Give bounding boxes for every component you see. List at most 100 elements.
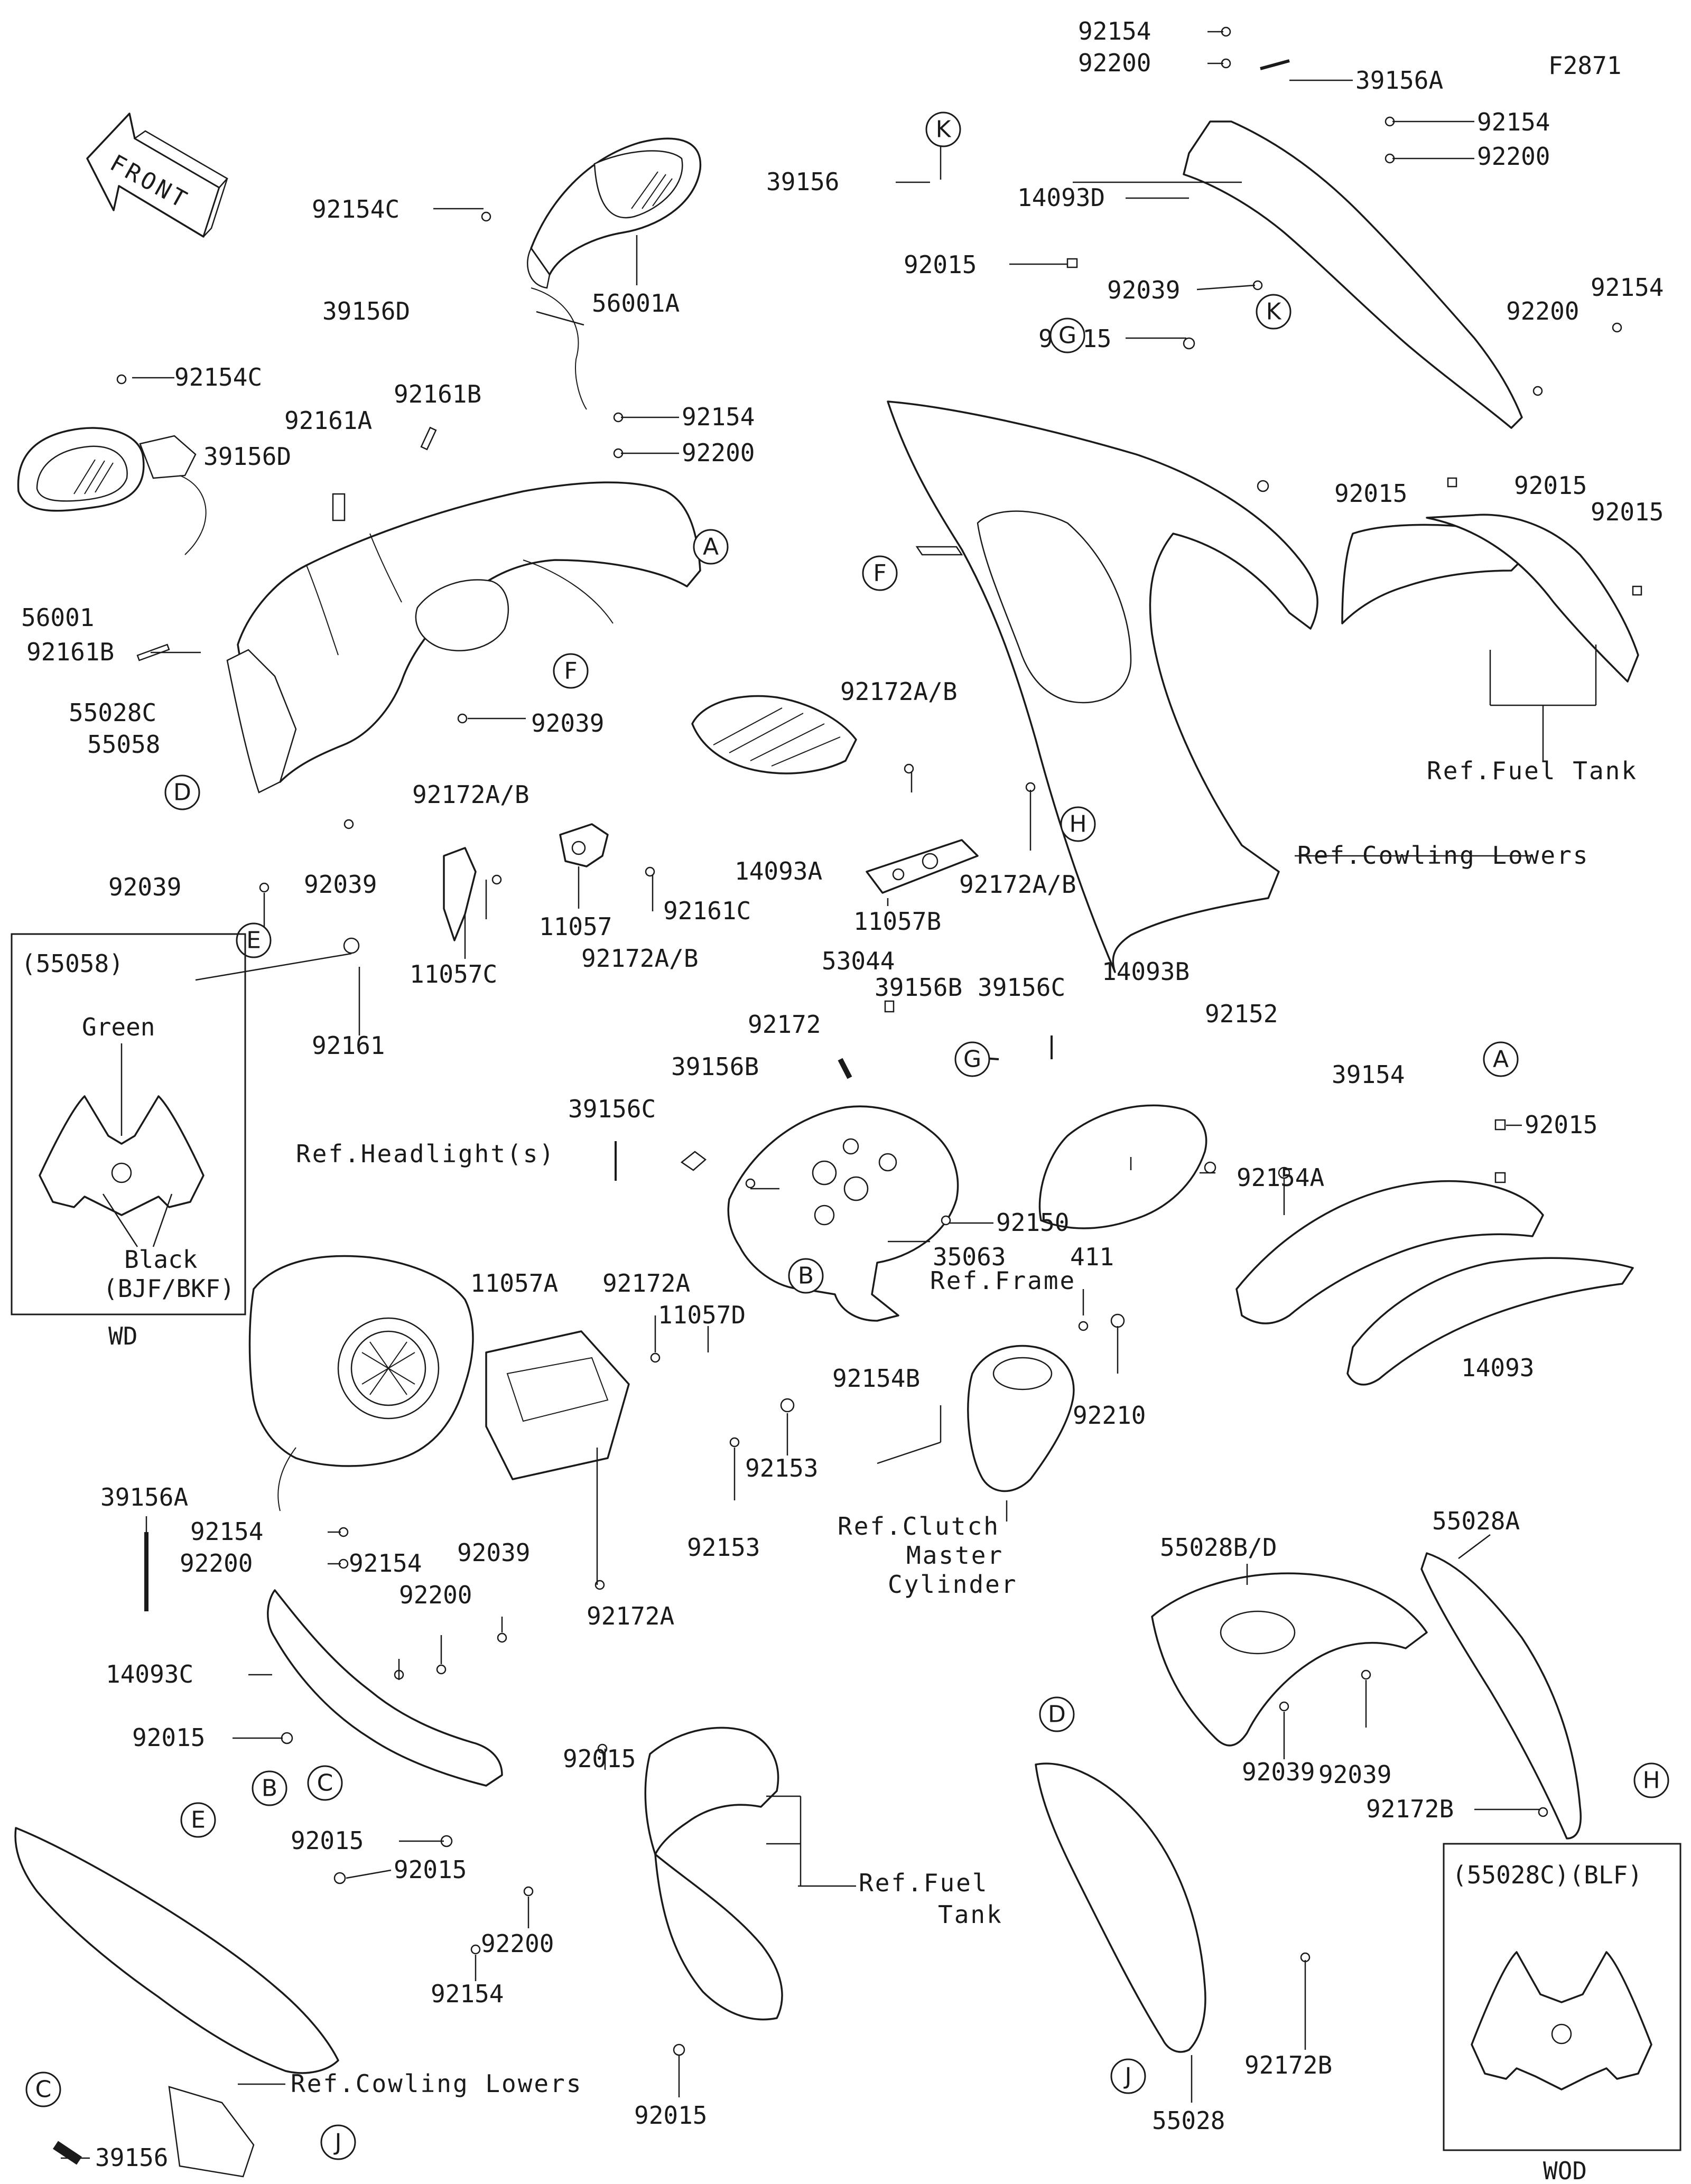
label-92154c: 92154C: [174, 363, 262, 391]
inset-wd-variants: (BJF/BKF): [103, 1274, 235, 1303]
label-92039: 92039: [304, 870, 377, 899]
label-55028bd: 55028B/D: [1160, 1533, 1277, 1562]
meter-stay-bracket: [727, 1105, 959, 1322]
label-92161b: 92161B: [26, 638, 114, 666]
inset-wd-black: Black: [124, 1245, 197, 1274]
label-92172ab: 92172A/B: [412, 780, 529, 809]
fuel-tank-cover-right: [1341, 514, 1639, 683]
label-92015: 92015: [563, 1744, 636, 1773]
label-39156b: 39156B: [671, 1052, 759, 1081]
label-92172a: 92172A: [587, 1602, 674, 1630]
svg-text:C: C: [317, 1770, 333, 1797]
figure-code: F2871: [1548, 51, 1621, 80]
mirror-left-56001: [17, 427, 207, 555]
ref-frame: Ref.Frame: [930, 1266, 1076, 1295]
callout-d-right: D: [1039, 1696, 1075, 1732]
label-14093d: 14093D: [1017, 183, 1105, 212]
inset-wd-tag: WD: [108, 1322, 137, 1350]
slim-parts: [53, 59, 1290, 2165]
label-92200: 92200: [682, 438, 755, 467]
svg-text:G: G: [963, 1046, 981, 1073]
callout-f-mid: F: [553, 653, 589, 689]
callout-b-low: B: [252, 1770, 287, 1806]
callout-a-top: A: [693, 529, 729, 565]
side-panel-39154: [1235, 1180, 1544, 1324]
label-92039: 92039: [457, 1538, 530, 1567]
bracket-11057: [559, 823, 609, 867]
part-number-labels: 92154 92200 39156A 92154 92200 14093D 92…: [21, 17, 1664, 2172]
label-92015: 92015: [394, 1855, 467, 1884]
label-92154: 92154: [682, 403, 755, 431]
label-39156c: 39156C: [568, 1095, 656, 1123]
label-11057: 11057: [539, 912, 612, 941]
ref-clutch-master: Master: [906, 1541, 1004, 1570]
label-55028: 55028: [1152, 2106, 1225, 2135]
label-92172ab: 92172A/B: [840, 677, 958, 706]
label-92153: 92153: [745, 1454, 818, 1482]
label-92015: 92015: [291, 1826, 364, 1855]
label-92015: 92015: [1591, 498, 1664, 526]
label-92039: 92039: [1318, 1760, 1391, 1789]
label-92154b: 92154B: [832, 1364, 920, 1393]
label-92200: 92200: [180, 1549, 253, 1578]
callout-a-right: A: [1483, 1041, 1519, 1077]
lower-cowling-left: [14, 1827, 339, 2178]
label-39156d: 39156D: [203, 442, 291, 471]
label-92200: 92200: [399, 1581, 472, 1609]
label-92150: 92150: [996, 1208, 1069, 1237]
label-55058: 55058: [87, 730, 160, 759]
label-92161c: 92161C: [663, 897, 751, 925]
svg-text:F: F: [873, 560, 886, 587]
callout-f-side: F: [862, 555, 898, 591]
side-strip-55028a: [1420, 1552, 1582, 1840]
label-53044: 53044: [822, 947, 895, 975]
inner-panel-14093a: [691, 695, 857, 774]
svg-text:H: H: [1642, 1767, 1660, 1794]
label-35063: 35063: [933, 1243, 1006, 1271]
bracket-11057b: [866, 839, 979, 894]
fuel-tank-cover-left: [644, 1726, 783, 2021]
svg-text:G: G: [1058, 322, 1076, 349]
label-92161a: 92161A: [284, 406, 372, 435]
label-39156c: 39156C: [978, 973, 1065, 1002]
callout-j-side: H: [1060, 806, 1096, 842]
callout-k-mid: K: [1256, 294, 1292, 330]
callout-c-bottom: C: [25, 2071, 61, 2107]
inner-panel-14093d: [1183, 120, 1523, 429]
side-cowling-right: [887, 400, 1318, 973]
label-11057d: 11057D: [658, 1301, 746, 1329]
label-92154: 92154: [431, 1980, 504, 2008]
label-55028a: 55028A: [1432, 1507, 1520, 1535]
front-arrow-icon: FRONT: [86, 113, 228, 238]
label-92015: 92015: [132, 1723, 205, 1752]
middle-cowling-55028bd: [1151, 1572, 1428, 1747]
svg-text:B: B: [262, 1775, 277, 1802]
label-92039: 92039: [1242, 1758, 1315, 1786]
label-92154c: 92154C: [312, 195, 399, 223]
label-11057b: 11057B: [853, 907, 941, 936]
label-55028c: 55028C: [69, 698, 156, 727]
label-92154: 92154: [190, 1517, 263, 1546]
callout-b-mid: B: [788, 1258, 824, 1294]
label-92172ab: 92172A/B: [581, 944, 699, 973]
label-92161: 92161: [312, 1031, 385, 1060]
label-56001a: 56001A: [592, 289, 680, 318]
label-39156a: 39156A: [1355, 66, 1443, 95]
ref-cowling-lowers-lower: Ref.Cowling Lowers: [291, 2069, 583, 2098]
label-92153: 92153: [687, 1533, 760, 1562]
label-39156b: 39156B: [875, 973, 962, 1002]
label-56001: 56001: [21, 603, 94, 632]
svg-text:F: F: [564, 658, 577, 685]
ref-fuel-tank: Ref.Fuel Tank: [1427, 757, 1638, 785]
label-92200: 92200: [1506, 297, 1579, 325]
svg-text:E: E: [246, 927, 261, 954]
label-92152: 92152: [1205, 1000, 1278, 1028]
lower-cowling-55028: [1035, 1762, 1206, 2053]
leader-lines: [61, 31, 1597, 2159]
clutch-master-cylinder-area: [967, 1345, 1075, 1492]
label-11057c: 11057C: [410, 960, 497, 988]
svg-text:D: D: [1048, 1701, 1066, 1728]
svg-text:J: J: [333, 2129, 342, 2156]
callout-h-top: G: [1049, 318, 1085, 353]
